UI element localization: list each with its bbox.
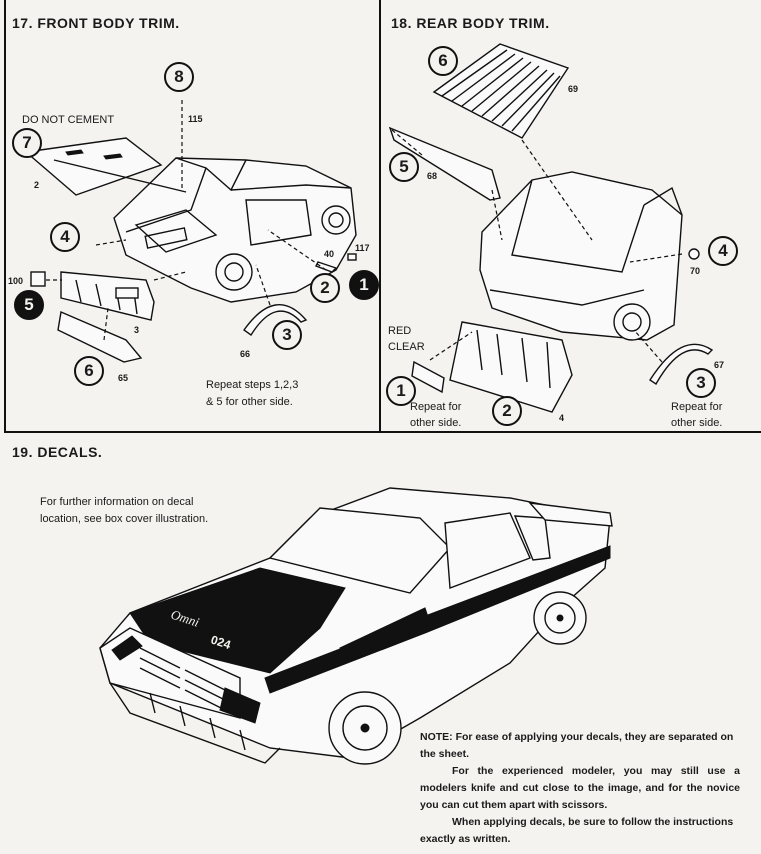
step19-title: 19. DECALS. — [12, 444, 103, 460]
decal-car-illustration: Omni 024 — [99, 487, 613, 765]
rear-spoiler-part — [388, 126, 501, 201]
step17-callout-1: 1 — [349, 270, 379, 300]
step18-callout-1: 1 — [386, 376, 416, 406]
step18-repeat-left-line2: other side. — [410, 417, 462, 429]
step17-part-117: 117 — [355, 243, 370, 253]
step17-callout-8: 8 — [164, 62, 194, 92]
wheel-flare-part — [243, 304, 308, 337]
step17-title: 17. FRONT BODY TRIM. — [12, 15, 180, 31]
step17-part-3: 3 — [134, 325, 140, 335]
horizontal-divider — [4, 431, 761, 433]
step17-repeat-note-line2: & 5 for other side. — [206, 396, 293, 408]
step18-repeat-right-line1: Repeat for — [671, 401, 723, 413]
hood-decal-text-024: 024 — [209, 633, 233, 653]
grille-part — [60, 271, 155, 321]
step17-callout-2: 2 — [310, 273, 340, 303]
step17-part-40: 40 — [324, 249, 335, 259]
step17-part-115: 115 — [188, 114, 203, 124]
rear-wheel-flare-part — [649, 343, 714, 386]
step17-callout-6: 6 — [74, 356, 104, 386]
step17-part-2: 2 — [34, 180, 40, 190]
car-body — [113, 157, 357, 303]
hood-vent — [65, 149, 84, 156]
do-not-cement-label: DO NOT CEMENT — [22, 114, 115, 126]
spoiler-part — [57, 311, 143, 363]
step18-callout-5: 5 — [389, 152, 419, 182]
step18-callout-6: 6 — [428, 46, 458, 76]
step17-callout-5: 5 — [14, 290, 44, 320]
decal-note-paragraph-1: NOTE: For ease of applying your decals, … — [420, 731, 734, 760]
hood-part — [24, 137, 163, 196]
step18-title: 18. REAR BODY TRIM. — [391, 15, 550, 31]
front-body-trim-illustration — [24, 100, 357, 363]
rear-body-trim-illustration — [388, 43, 714, 413]
step18-part-68: 68 — [427, 171, 438, 181]
step18-repeat-left-line1: Repeat for — [410, 401, 462, 413]
top-left-border — [4, 0, 6, 432]
step18-callout-2: 2 — [492, 396, 522, 426]
step17-callout-4: 4 — [50, 222, 80, 252]
decal-info-line2: location, see box cover illustration. — [40, 513, 209, 525]
step17-callout-7: 7 — [12, 128, 42, 158]
rear-louver-part — [432, 43, 570, 139]
decal-info-line1: For further information on decal — [40, 496, 194, 508]
step18-callout-3: 3 — [686, 368, 716, 398]
center-vertical-divider — [379, 0, 381, 432]
step18-part-67: 67 — [714, 360, 725, 370]
step17-callout-3: 3 — [272, 320, 302, 350]
rear-car-body — [479, 171, 683, 341]
decal-note: NOTE: For ease of applying your decals, … — [420, 729, 740, 848]
step18-part-70: 70 — [690, 266, 701, 276]
step17-part-65: 65 — [118, 373, 129, 383]
decal-note-paragraph-3: When applying decals, be sure to follow … — [420, 816, 734, 845]
step18-repeat-right-line2: other side. — [671, 417, 723, 429]
decal-note-paragraph-2: For the experienced modeler, you may sti… — [420, 765, 740, 811]
step17-repeat-note-line1: Repeat steps 1,2,3 — [206, 379, 299, 391]
step17-part-100: 100 — [8, 276, 24, 286]
step18-part-4: 4 — [559, 413, 565, 423]
taillight-part — [411, 360, 445, 394]
step18-callout-4: 4 — [708, 236, 738, 266]
rear-bumper-part — [449, 321, 573, 413]
step17-part-66: 66 — [240, 349, 251, 359]
red-label: RED — [388, 325, 412, 337]
step18-part-69: 69 — [568, 84, 579, 94]
clear-label: CLEAR — [388, 341, 425, 353]
